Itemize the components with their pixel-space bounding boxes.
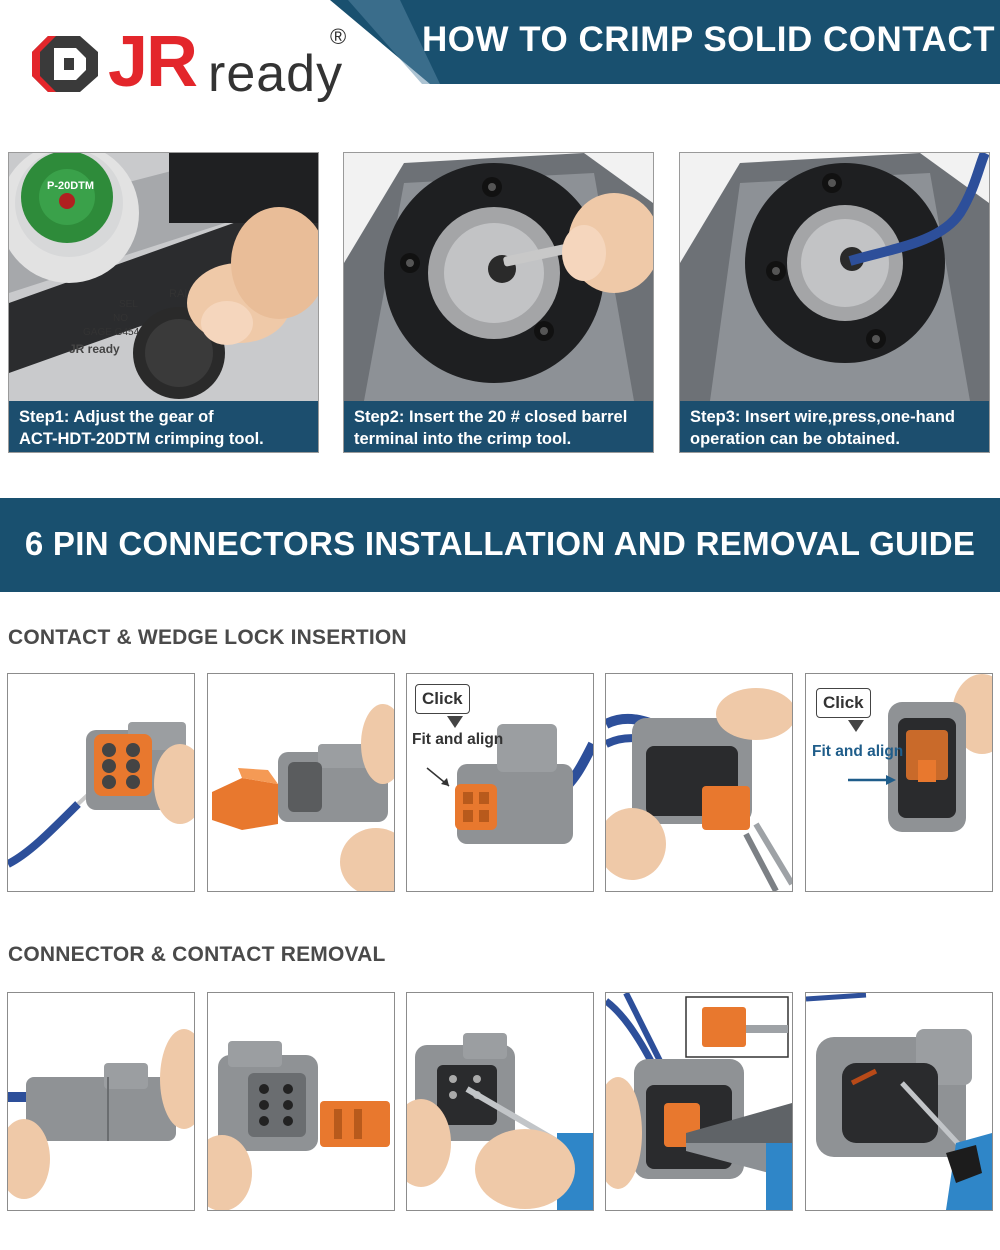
wedge-lock-removed-photo bbox=[208, 993, 394, 1210]
insertion-tile-4 bbox=[605, 673, 793, 892]
fit-align-label-1: Fit and align bbox=[412, 731, 504, 748]
click-bubble-1: Click bbox=[415, 684, 470, 714]
dial-sel-text: SEL bbox=[119, 299, 138, 310]
mated-connector-photo bbox=[8, 993, 194, 1210]
screwdriver-release-photo bbox=[407, 993, 593, 1210]
logo-ready-text: ready bbox=[208, 45, 344, 103]
crimp-tool-dial-photo: P-20DTM RAISE SEL NO GAGE G454 JR ready bbox=[9, 153, 318, 401]
removal-tile-1 bbox=[7, 992, 195, 1211]
insertion-tile-5: Click Fit and align bbox=[805, 673, 993, 892]
insert-wire-photo bbox=[680, 153, 989, 401]
step-1-caption: Step1: Adjust the gear of ACT-HDT-20DTM … bbox=[9, 401, 318, 452]
wedge-lock-seated-photo bbox=[407, 674, 593, 891]
pliers-wedge-removal-photo bbox=[606, 993, 792, 1210]
step-card-3: Step3: Insert wire,press,one-hand operat… bbox=[679, 152, 990, 453]
crimp-title: HOW TO CRIMP SOLID CONTACT bbox=[422, 20, 995, 59]
removal-section-title: CONNECTOR & CONTACT REMOVAL bbox=[8, 943, 386, 966]
dial-gage-text: GAGE G454 bbox=[83, 327, 140, 338]
contact-release-closeup-photo bbox=[806, 993, 992, 1210]
step-3-caption: Step3: Insert wire,press,one-hand operat… bbox=[680, 401, 989, 452]
registered-mark: ® bbox=[330, 24, 347, 49]
dial-mark-text: JR ready bbox=[69, 342, 120, 356]
guide-banner: 6 PIN CONNECTORS INSTALLATION AND REMOVA… bbox=[0, 498, 1000, 592]
insertion-tile-1 bbox=[7, 673, 195, 892]
removal-tile-3 bbox=[406, 992, 594, 1211]
step-2-caption: Step2: Insert the 20 # closed barrel ter… bbox=[344, 401, 653, 452]
dial-model-text: P-20DTM bbox=[47, 180, 94, 192]
insertion-tile-2 bbox=[207, 673, 395, 892]
fit-align-label-2: Fit and align bbox=[812, 743, 904, 760]
insert-terminal-photo bbox=[344, 153, 653, 401]
removal-tile-4 bbox=[605, 992, 793, 1211]
insertion-section-title: CONTACT & WEDGE LOCK INSERTION bbox=[8, 626, 407, 649]
step-card-2: Step2: Insert the 20 # closed barrel ter… bbox=[343, 152, 654, 453]
top-banner: HOW TO CRIMP SOLID CONTACT bbox=[330, 0, 1000, 84]
insertion-tile-3: Click Fit and align bbox=[406, 673, 594, 892]
removal-tile-2 bbox=[207, 992, 395, 1211]
wedge-lock-pliers-photo bbox=[606, 674, 792, 891]
click-bubble-tail-2 bbox=[848, 720, 864, 732]
brand-logo: JR ready ® bbox=[28, 24, 358, 106]
connector-with-contact-photo bbox=[8, 674, 194, 891]
top-banner-shape bbox=[330, 0, 1000, 84]
click-bubble-tail-1 bbox=[447, 716, 463, 728]
wedge-lock-closeup-photo bbox=[806, 674, 992, 891]
click-bubble-2: Click bbox=[816, 688, 871, 718]
dial-no-text: NO bbox=[113, 313, 128, 324]
guide-title: 6 PIN CONNECTORS INSTALLATION AND REMOVA… bbox=[24, 525, 976, 562]
logo-jr-text: JR bbox=[108, 22, 198, 102]
removal-tile-5 bbox=[805, 992, 993, 1211]
step-card-1: P-20DTM RAISE SEL NO GAGE G454 JR ready … bbox=[8, 152, 319, 453]
jr-logo-mark-icon bbox=[32, 36, 98, 92]
wedge-lock-insert-photo bbox=[208, 674, 394, 891]
